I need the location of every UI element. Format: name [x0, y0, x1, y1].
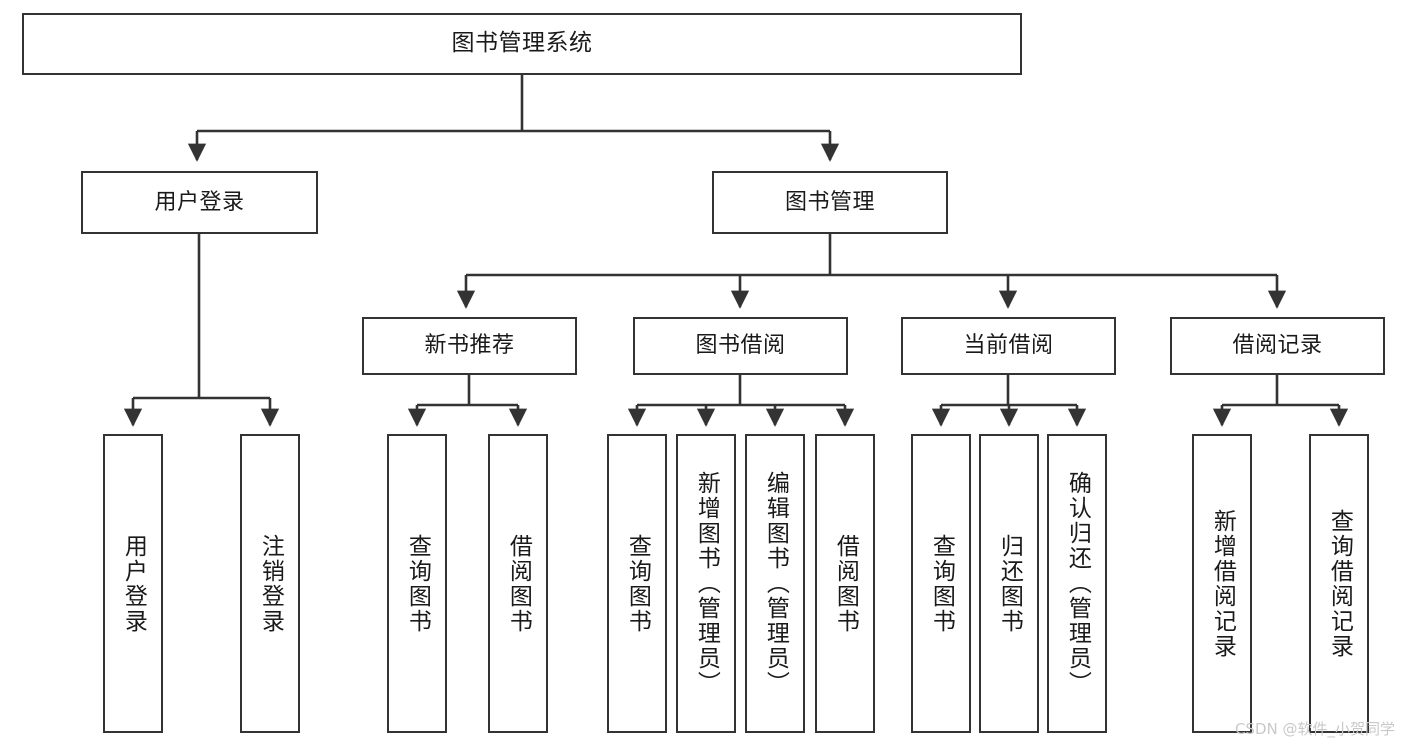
node-label: 新增借阅记录 [1209, 508, 1236, 659]
leaf-confirm-return[interactable]: 确认归还（管理员） [1047, 434, 1107, 733]
node-label: 图书管理 [784, 189, 875, 215]
node-label: 查询借阅记录 [1326, 508, 1353, 659]
node-new-book-recommend[interactable]: 新书推荐 [362, 317, 577, 375]
leaf-borrow-book-recommend[interactable]: 借阅图书 [488, 434, 548, 733]
node-label: 查询图书 [404, 533, 431, 634]
leaf-query-book-recommend[interactable]: 查询图书 [387, 434, 447, 733]
node-label: 新增图书（管理员） [693, 471, 720, 696]
node-label: 新书推荐 [424, 333, 515, 359]
leaf-query-book-current[interactable]: 查询图书 [911, 434, 971, 733]
leaf-return-book[interactable]: 归还图书 [979, 434, 1039, 733]
node-label: 借阅图书 [832, 533, 859, 634]
watermark-text: CSDN @软件_小贺同学 [1234, 720, 1395, 738]
node-label: 确认归还（管理员） [1064, 471, 1091, 696]
node-label: 归还图书 [996, 533, 1023, 634]
node-user-login[interactable]: 用户登录 [81, 171, 318, 234]
leaf-logout-login[interactable]: 注销登录 [240, 434, 300, 733]
node-current-borrow[interactable]: 当前借阅 [901, 317, 1116, 375]
node-label: 编辑图书（管理员） [762, 471, 789, 696]
leaf-query-borrow-record[interactable]: 查询借阅记录 [1309, 434, 1369, 733]
node-label: 借阅图书 [505, 533, 532, 634]
node-borrow-record[interactable]: 借阅记录 [1170, 317, 1385, 375]
leaf-query-book-borrow[interactable]: 查询图书 [607, 434, 667, 733]
leaf-add-book[interactable]: 新增图书（管理员） [676, 434, 736, 733]
leaf-edit-book[interactable]: 编辑图书（管理员） [745, 434, 805, 733]
node-label: 图书管理系统 [451, 30, 593, 57]
node-label: 图书借阅 [695, 333, 786, 359]
node-label: 注销登录 [257, 533, 284, 634]
node-label: 查询图书 [928, 533, 955, 634]
node-label: 查询图书 [624, 533, 651, 634]
node-book-borrow[interactable]: 图书借阅 [633, 317, 848, 375]
node-label: 当前借阅 [963, 333, 1054, 359]
node-label: 用户登录 [120, 533, 147, 634]
node-label: 借阅记录 [1232, 333, 1323, 359]
node-label: 用户登录 [154, 189, 245, 215]
leaf-borrow-book[interactable]: 借阅图书 [815, 434, 875, 733]
node-root-system[interactable]: 图书管理系统 [22, 13, 1022, 75]
leaf-user-login[interactable]: 用户登录 [103, 434, 163, 733]
node-book-manage[interactable]: 图书管理 [712, 171, 948, 234]
leaf-add-borrow-record[interactable]: 新增借阅记录 [1192, 434, 1252, 733]
